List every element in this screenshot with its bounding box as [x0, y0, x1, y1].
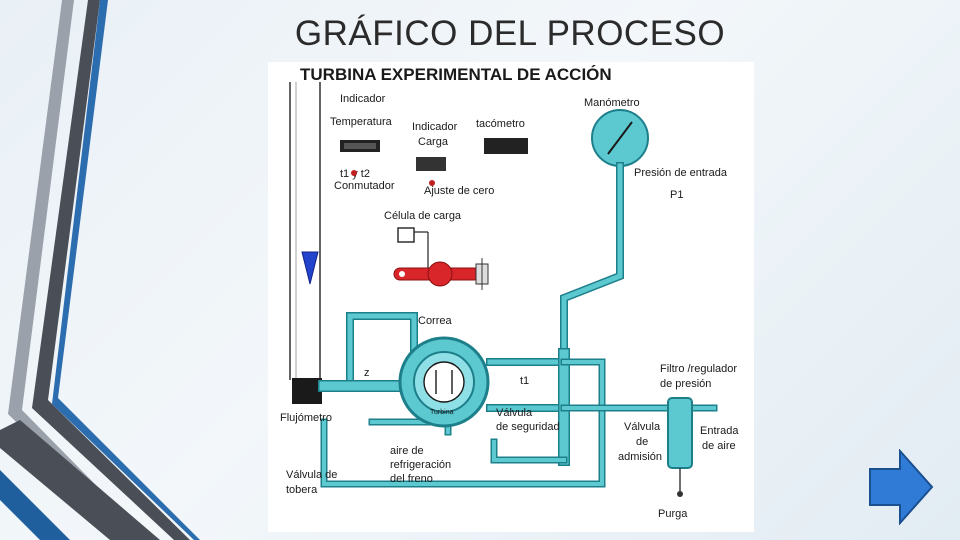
label-p1: P1	[670, 189, 683, 201]
flowmeter	[289, 82, 322, 404]
manometer	[591, 109, 649, 167]
slide-title: GRÁFICO DEL PROCESO	[294, 14, 726, 53]
label-filtro-2: de presión	[660, 378, 711, 390]
label-valvula-adm-1: Válvula	[624, 421, 661, 433]
label-t1: t1	[520, 375, 529, 387]
label-indicador-carga-2: Carga	[418, 136, 449, 148]
turbine: Turbina	[398, 336, 490, 428]
label-manometro: Manómetro	[584, 97, 640, 109]
label-correa: Correa	[418, 315, 453, 327]
label-aire-refr-3: del freno	[390, 473, 433, 485]
next-slide-button[interactable]	[868, 449, 934, 525]
label-purga: Purga	[658, 508, 688, 520]
label-ajuste-cero: Ajuste de cero	[424, 185, 494, 197]
label-turbina: Turbina	[430, 409, 454, 416]
label-valvula-seg-2: de seguridad	[496, 421, 560, 433]
label-tacometro: tacómetro	[476, 118, 525, 130]
label-valvula-adm-3: admisión	[618, 451, 662, 463]
switch-knob	[351, 170, 357, 176]
label-temperatura: Temperatura	[330, 116, 393, 128]
label-valvula-tobera-2: tobera	[286, 484, 318, 496]
label-valvula-tobera-1: Válvula de	[286, 469, 337, 481]
label-flujometro: Flujómetro	[280, 412, 332, 424]
label-z: z	[364, 367, 370, 379]
load-display	[416, 157, 446, 171]
label-presion-entrada: Presión de entrada	[634, 167, 728, 179]
label-filtro-1: Filtro /regulador	[660, 363, 737, 375]
label-aire-refr-1: aire de	[390, 445, 424, 457]
label-aire-refr-2: refrigeración	[390, 459, 451, 471]
label-celula-carga: Célula de carga	[384, 210, 462, 222]
zero-adjust-knob	[429, 180, 435, 186]
label-valvula-adm-2: de	[636, 436, 648, 448]
load-cell	[397, 227, 429, 274]
right-arrow-icon	[869, 449, 934, 525]
filter-regulator	[667, 397, 693, 497]
tachometer-display	[484, 138, 528, 154]
process-diagram: TURBINA EXPERIMENTAL DE ACCIÓN Indicador…	[268, 62, 754, 532]
diagram-heading: TURBINA EXPERIMENTAL DE ACCIÓN	[300, 65, 612, 84]
label-conmutador: Conmutador	[334, 180, 395, 192]
label-entrada-aire-1: Entrada	[700, 425, 739, 437]
label-valvula-seg-1: Válvula	[496, 407, 533, 419]
left-decoration	[0, 0, 200, 540]
air-piping	[318, 162, 718, 488]
turbine-diagram-svg: TURBINA EXPERIMENTAL DE ACCIÓN Indicador…	[280, 65, 739, 520]
label-entrada-aire-2: de aire	[702, 440, 736, 452]
label-indicador: Indicador	[340, 93, 386, 105]
label-indicador-carga-1: Indicador	[412, 121, 458, 133]
brake-arm	[393, 258, 489, 290]
